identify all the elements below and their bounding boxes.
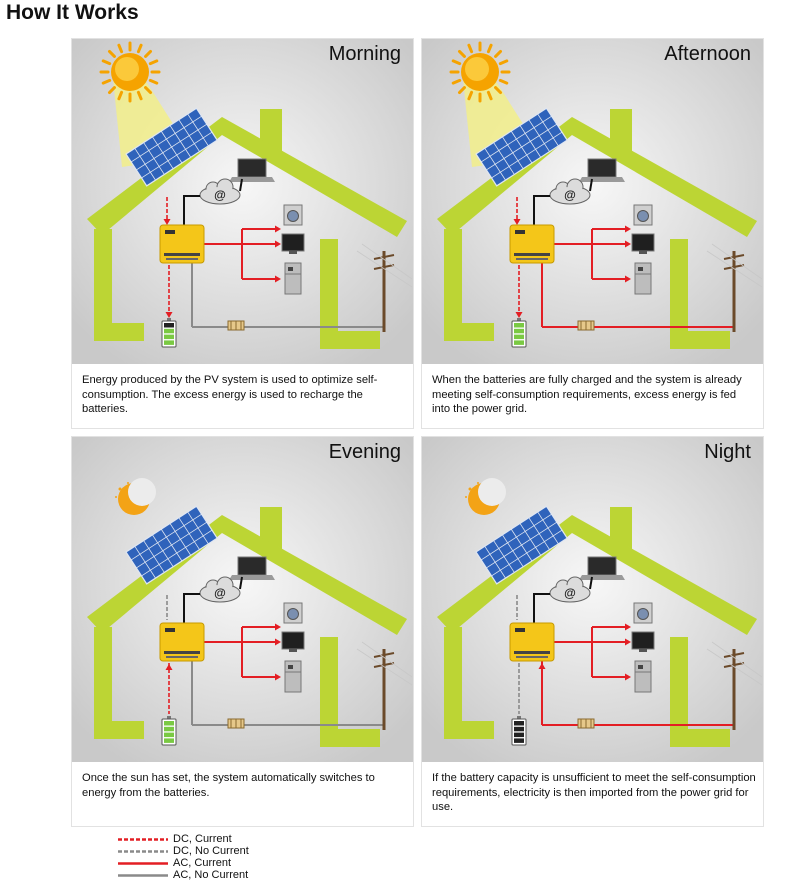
television-icon <box>281 631 305 652</box>
utility-pole-icon <box>706 641 763 730</box>
laptop-icon <box>229 556 275 580</box>
refrigerator-icon <box>634 262 652 295</box>
network-cable <box>239 576 243 590</box>
legend-label: DC, No Current <box>173 845 249 857</box>
page-title: How It Works <box>6 1 139 24</box>
solar-panel <box>125 505 218 585</box>
scene-diagram: @ <box>72 437 413 762</box>
appliances <box>631 602 655 693</box>
panel-description: Once the sun has set, the system automat… <box>82 772 375 799</box>
panel-title: Evening <box>328 441 401 463</box>
washing-machine-icon <box>283 204 303 226</box>
washing-machine-icon <box>633 204 653 226</box>
legend-item-ac-current: AC, Current <box>118 857 338 870</box>
svg-text:@: @ <box>214 188 226 202</box>
legend-item-ac-no-current: AC, No Current <box>118 869 338 882</box>
panel-afternoon: @ <box>421 38 764 429</box>
laptop-icon <box>579 556 625 580</box>
panel-description: If the battery capacity is unsufficient … <box>432 772 756 813</box>
utility-pole-icon <box>356 243 413 332</box>
network-cable <box>589 178 593 192</box>
internet-cloud-icon: @ <box>199 576 241 603</box>
solar-panel <box>475 107 568 187</box>
meter-icon <box>227 718 245 729</box>
panel-description: Energy produced by the PV system is used… <box>82 374 378 415</box>
meter-icon <box>227 320 245 331</box>
inverter-to-appliances-lines <box>554 225 631 283</box>
svg-text:@: @ <box>214 586 226 600</box>
network-cable <box>533 195 550 225</box>
panel-morning: @ <box>71 38 414 429</box>
washing-machine-icon <box>283 602 303 624</box>
network-cable <box>533 593 550 623</box>
legend-label: AC, No Current <box>173 869 249 881</box>
inverter-icon <box>509 224 555 264</box>
inverter-icon <box>159 622 205 662</box>
moon-icon <box>115 478 156 515</box>
television-icon <box>631 631 655 652</box>
refrigerator-icon <box>284 660 302 693</box>
appliances <box>281 204 305 295</box>
legend-label: DC, Current <box>173 833 232 845</box>
battery-icon <box>511 318 527 348</box>
scene-diagram: @ <box>422 437 763 762</box>
panel-description: When the batteries are fully charged and… <box>432 374 742 415</box>
battery-icon <box>161 318 177 348</box>
laptop-icon <box>229 158 275 182</box>
legend-item-dc-current: DC, Current <box>118 833 338 846</box>
internet-cloud-icon: @ <box>549 178 591 205</box>
inverter-icon <box>509 622 555 662</box>
battery-icon <box>161 716 177 746</box>
inverter-icon <box>159 224 205 264</box>
refrigerator-icon <box>634 660 652 693</box>
panel-title: Night <box>704 441 751 463</box>
battery-icon <box>511 716 527 746</box>
inverter-to-appliances-lines <box>554 623 631 681</box>
moon-icon <box>465 478 506 515</box>
television-icon <box>631 233 655 254</box>
refrigerator-icon <box>284 262 302 295</box>
internet-cloud-icon: @ <box>199 178 241 205</box>
meter-icon <box>577 320 595 331</box>
utility-pole-icon <box>356 641 413 730</box>
inverter-to-appliances-lines <box>204 225 281 283</box>
scene-diagram: @ <box>422 39 763 364</box>
solar-panel <box>125 107 218 187</box>
panel-title: Afternoon <box>664 43 751 65</box>
washing-machine-icon <box>633 602 653 624</box>
laptop-icon <box>579 158 625 182</box>
svg-text:@: @ <box>564 188 576 202</box>
svg-text:@: @ <box>564 586 576 600</box>
meter-icon <box>577 718 595 729</box>
solar-panel <box>475 505 568 585</box>
network-cable <box>239 178 243 192</box>
utility-pole-icon <box>706 243 763 332</box>
appliances <box>631 204 655 295</box>
inverter-to-appliances-lines <box>204 623 281 681</box>
legend-item-dc-no-current: DC, No Current <box>118 845 338 858</box>
scene-diagram: @ <box>72 39 413 364</box>
network-cable <box>183 593 200 623</box>
panel-night: @ <box>421 436 764 827</box>
panel-evening: @ <box>71 436 414 827</box>
network-cable <box>589 576 593 590</box>
television-icon <box>281 233 305 254</box>
panel-title: Morning <box>328 43 401 65</box>
internet-cloud-icon: @ <box>549 576 591 603</box>
legend-label: AC, Current <box>173 857 232 869</box>
appliances <box>281 602 305 693</box>
network-cable <box>183 195 200 225</box>
